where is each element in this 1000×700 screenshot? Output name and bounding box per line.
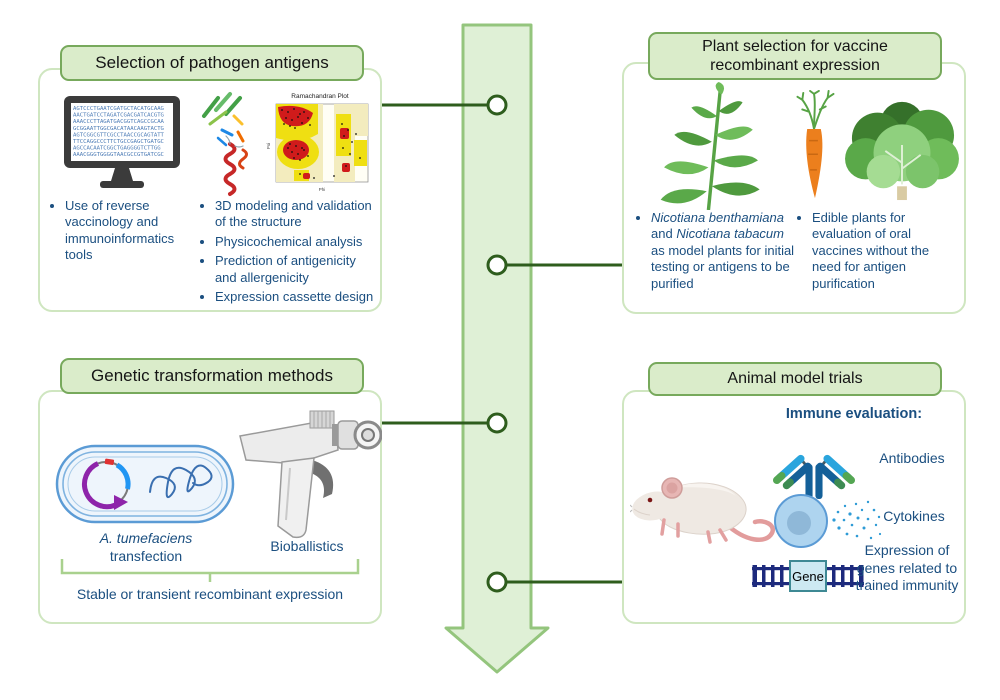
svg-text:AACTGATCCTAGATCGACGATCACGTG: AACTGATCCTAGATCGACGATCACGTG: [73, 113, 165, 119]
svg-text:Phi: Phi: [319, 187, 326, 192]
connector-node: [486, 254, 508, 276]
gene-expression-label: Expression of genes related to trained i…: [855, 542, 959, 593]
antigen-bullets-right: 3D modeling and validation of the struct…: [200, 198, 376, 308]
bracket-shape: [60, 559, 360, 582]
svg-text:AGCCACAATCGGCTGAGGGGTCTTGG: AGCCACAATCGGCTGAGGGGTCTTGG: [73, 146, 161, 152]
bacterium-icon: [55, 444, 235, 524]
lettuce-icon: [845, 101, 959, 201]
antibodies-label: Antibodies: [879, 450, 945, 466]
cytokines-label: Cytokines: [883, 508, 945, 524]
agro-transfection-label: A. tumefaciens transfection: [99, 530, 193, 564]
immune-evaluation-heading: Immune evaluation:: [785, 406, 923, 422]
svg-text:AAACGGGTGGGGTAACGCCGTGATCGC: AAACGGGTGGGGTAACGCCGTGATCGC: [73, 152, 164, 158]
bullet-item: Physicochemical analysis: [215, 234, 376, 250]
antibody-icon: [772, 454, 856, 500]
connector-node: [486, 94, 508, 116]
panel-plant-selection: Nicotiana benthamiana and Nicotiana taba…: [622, 62, 966, 314]
antigen-bullet-lists: Use of reverse vaccinology and immunoinf…: [50, 198, 376, 308]
stable-transient-label: Stable or transient recombinant expressi…: [76, 586, 344, 602]
svg-text:AAACCCTTAGATGACGGTCAGCCGCAA: AAACCCTTAGATGACGGTCAGCCGCAA: [73, 119, 165, 125]
bullet-item: Edible plants for evaluation of oral vac…: [812, 210, 958, 292]
bullet-item: Prediction of antigenicity and allergeni…: [215, 253, 376, 286]
title-pathogen-antigens: Selection of pathogen antigens: [60, 45, 364, 81]
title-plant-selection: Plant selection for vaccine recombinant …: [648, 32, 942, 80]
ramachandran-plot-icon: Ramachandran Plot: [266, 93, 369, 192]
panel-genetic-transformation: A. tumefaciens transfection Bioballistic…: [38, 390, 382, 624]
svg-text:Gene: Gene: [792, 569, 824, 584]
svg-text:AGTCGGCGTTCGCCTAACCGCAGTATT: AGTCGGCGTTCGCCTAACCGCAGTATT: [73, 132, 165, 138]
carrot-icon: [796, 90, 835, 199]
svg-text:Psi: Psi: [266, 143, 271, 149]
plant-bullet-lists: Nicotiana benthamiana and Nicotiana taba…: [636, 210, 958, 295]
svg-text:AGTCCCTGAATCGATGCTACATGCAAG: AGTCCCTGAATCGATGCTACATGCAAG: [73, 106, 165, 112]
title-genetic-transformation: Genetic transformation methods: [60, 358, 364, 394]
protein-structure-icon: [202, 92, 248, 196]
connector-node: [486, 412, 508, 434]
gene-gun-icon: [239, 410, 382, 539]
panel-animal-model-trials: Immune evaluation:: [622, 390, 966, 624]
plant-bullets-left: Nicotiana benthamiana and Nicotiana taba…: [636, 210, 797, 295]
mouse-icon: [630, 477, 775, 544]
svg-text:GCGGAATTGGCGACATAACAAGTACTG: GCGGAATTGGCGACATAACAAGTACTG: [73, 126, 165, 132]
nicotiana-plant-icon: [660, 82, 760, 210]
bullet-item: 3D modeling and validation of the struct…: [215, 198, 376, 231]
plant-bullets-right: Edible plants for evaluation of oral vac…: [797, 210, 958, 295]
cytokine-cell-icon: [774, 494, 882, 548]
title-plant-selection-text: Plant selection for vaccine recombinant …: [702, 37, 888, 74]
bullet-item: Nicotiana benthamiana and Nicotiana taba…: [651, 210, 797, 292]
antigen-bullets-left: Use of reverse vaccinology and immunoinf…: [50, 198, 200, 308]
bioballistics-label: Bioballistics: [270, 538, 344, 554]
connector-node: [486, 571, 508, 593]
svg-text:Ramachandran Plot: Ramachandran Plot: [291, 93, 349, 100]
bullet-item: Use of reverse vaccinology and immunoinf…: [65, 198, 200, 264]
svg-text:TTCCAGGCCCTTCTGCCGAGCTGATGC: TTCCAGGCCCTTCTGCCGAGCTGATGC: [73, 139, 164, 145]
bullet-item: Expression cassette design: [215, 289, 376, 305]
gene-dna-icon: Gene: [752, 560, 864, 592]
title-animal-model-trials: Animal model trials: [648, 362, 942, 396]
panel-antigen-selection: AGTCCCTGAATCGATGCTACATGCAAG AACTGATCCTAG…: [38, 68, 382, 312]
monitor-icon: AGTCCCTGAATCGATGCTACATGCAAG AACTGATCCTAG…: [64, 96, 180, 188]
